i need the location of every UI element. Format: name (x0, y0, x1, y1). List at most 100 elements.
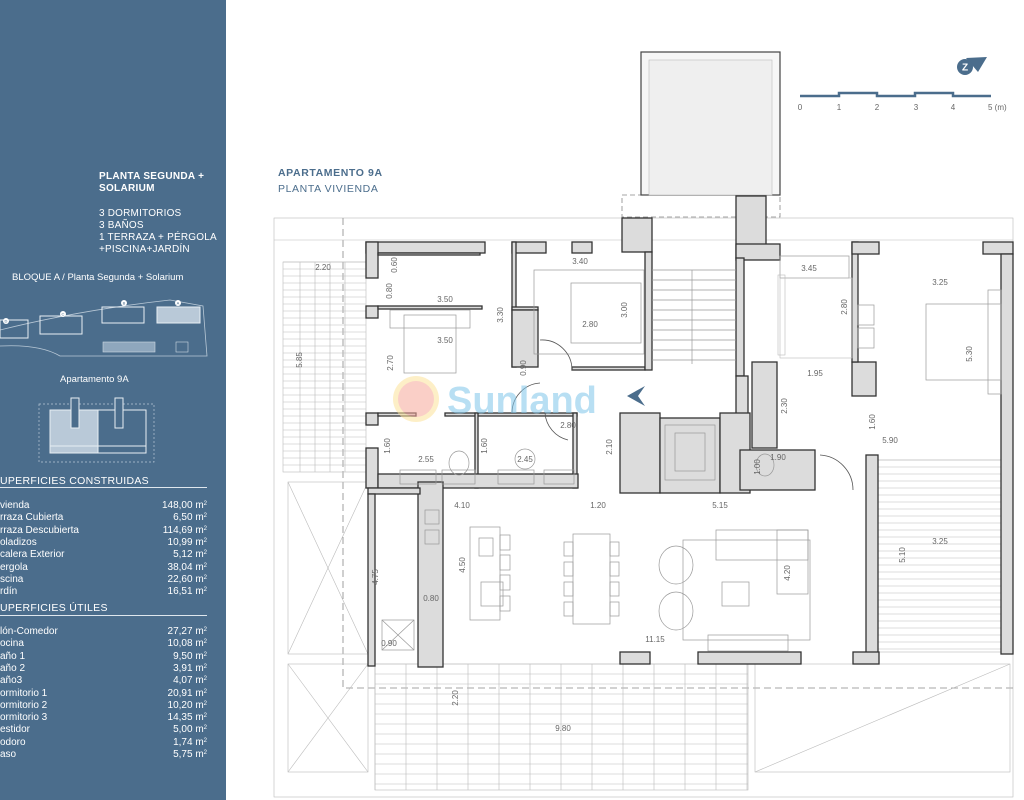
area-label: vienda (0, 500, 30, 511)
area-value: 10,08 m2 (167, 638, 207, 650)
dimension-label: 0.80 (423, 594, 439, 603)
area-value: 20,91 m2 (167, 687, 207, 699)
dimension-label: 5.30 (965, 346, 974, 362)
dimension-label: 1.00 (753, 459, 762, 475)
dimension-label: 2.55 (418, 455, 434, 464)
area-label: ocina (0, 638, 24, 650)
dimension-label: 2.20 (451, 690, 460, 706)
plan-subtitle: PLANTA VIVIENDA (278, 183, 379, 195)
dimension-label: 2.20 (315, 263, 331, 272)
dimension-label: 2.45 (517, 455, 533, 464)
dimension-label: 5.85 (295, 352, 304, 368)
block-marker: B (123, 301, 126, 306)
area-value: 27,27 m2 (167, 626, 207, 637)
area-value: 9,50 m2 (173, 650, 207, 662)
garden-areas (287, 481, 1011, 773)
dimension-label: 3.25 (932, 537, 948, 546)
scale-label: 5 (m) (988, 103, 1007, 112)
apartment-label: Apartamento 9A (60, 374, 129, 385)
feature-item: 3 BAÑOS (99, 220, 144, 231)
heading-line: PLANTA SEGUNDA + (99, 171, 205, 182)
info-sidebar: PLANTA SEGUNDA + SOLARIUM 3 DORMITORIOS … (0, 0, 226, 800)
block-site-diagram: D C B A (0, 299, 208, 357)
scale-label: 4 (951, 103, 956, 112)
dimension-label: 3.45 (801, 264, 817, 273)
area-row: año 2 3,91 m2 (0, 663, 207, 675)
dimension-label: 3.00 (620, 302, 629, 318)
area-row: estidor 5,00 m2 (0, 724, 207, 736)
dimension-label: 5.90 (882, 436, 898, 445)
north-arrow-icon: Z (957, 57, 987, 75)
dimension-label: 0.60 (390, 257, 399, 273)
divider (0, 615, 207, 616)
plan-title: APARTAMENTO 9A (278, 167, 383, 179)
area-label: rraza Descubierta (0, 524, 79, 536)
dimension-label: 1.95 (807, 369, 823, 378)
area-value: 3,91 m2 (173, 662, 207, 674)
furniture (381, 255, 1002, 652)
area-label: ormitorio 3 (0, 712, 48, 724)
apartment-key-plan (38, 397, 155, 463)
dimension-label: 3.50 (437, 336, 453, 345)
dimension-label: 2.80 (582, 320, 598, 329)
area-value: 16,51 m2 (167, 586, 207, 598)
dimension-label: 2.30 (780, 398, 789, 414)
dimension-label: 2.80 (840, 299, 849, 315)
dimension-label: 11.15 (645, 635, 665, 644)
dimension-label: 2.10 (605, 439, 614, 455)
staircase (652, 269, 736, 364)
area-label: oladizos (0, 536, 37, 548)
dimension-label: 2.80 (560, 421, 576, 430)
area-value: 5,00 m2 (173, 724, 207, 736)
features-list: 3 DORMITORIOS 3 BAÑOS 1 TERRAZA + PÉRGOL… (99, 208, 217, 256)
plot-boundary (273, 217, 1014, 798)
area-value: 4,07 m2 (173, 675, 207, 687)
area-label: odoro (0, 736, 26, 748)
north-letter: Z (962, 63, 968, 74)
feature-item: 3 DORMITORIOS (99, 208, 182, 219)
dimension-label: 4.10 (454, 501, 470, 510)
dimension-label: 5.15 (712, 501, 728, 510)
area-label: ergola (0, 561, 28, 573)
dimension-label: 1.60 (480, 438, 489, 454)
floor-heading: PLANTA SEGUNDA + SOLARIUM (99, 171, 204, 195)
useful-area-title: UPERFICIES ÚTILES (0, 602, 108, 614)
area-value: 148,00 m2 (161, 500, 207, 511)
highlighted-block-a (156, 306, 201, 324)
feature-item: +PISCINA+JARDÍN (99, 244, 190, 255)
area-label: scina (0, 573, 24, 585)
area-label: rraza Cubierta (0, 512, 64, 524)
area-value: 114,69 m2 (162, 524, 207, 536)
left-terrace (282, 261, 376, 653)
dimension-label: 9.80 (555, 724, 571, 733)
area-row: ormitorio 3 14,35 m2 (0, 712, 207, 724)
dimension-label: 0.90 (519, 360, 528, 376)
dimension-label: 3.50 (437, 295, 453, 304)
area-value: 10,20 m2 (167, 699, 207, 711)
sunland-watermark: Sunland (393, 376, 597, 422)
divider (0, 487, 207, 488)
scale-label: 0 (798, 103, 803, 112)
area-label: año 2 (0, 662, 26, 674)
area-value: 14,35 m2 (167, 712, 207, 724)
area-label: estidor (0, 724, 31, 736)
dimension-label: 5.10 (898, 547, 907, 563)
area-label: calera Exterior (0, 549, 65, 561)
pool (621, 51, 781, 218)
area-row: vienda 148,00 m2 (0, 500, 207, 512)
block-marker: C (62, 312, 65, 317)
feature-item: 1 TERRAZA + PÉRGOLA (99, 232, 217, 243)
dimension-label: 0.80 (385, 283, 394, 299)
bottom-terrace (374, 663, 749, 791)
area-value: 22,60 m2 (167, 573, 207, 585)
roof-outline (342, 218, 1013, 689)
dimension-label: 1.90 (770, 453, 786, 462)
